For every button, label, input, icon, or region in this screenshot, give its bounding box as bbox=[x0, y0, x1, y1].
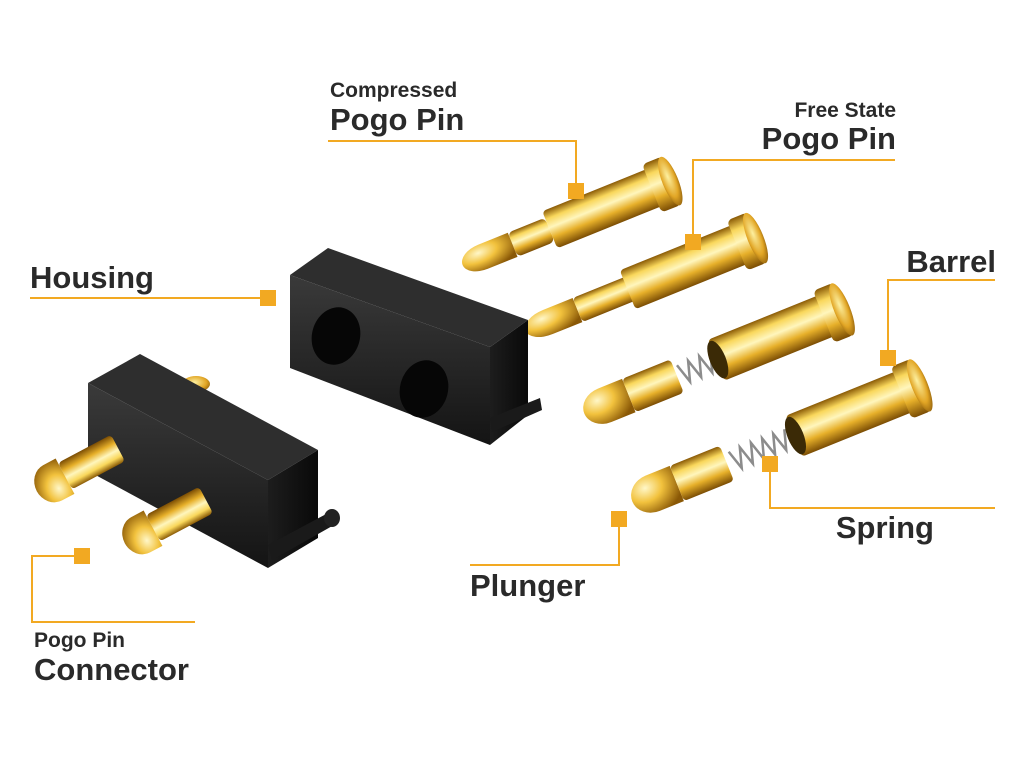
barrel-label: Barrel bbox=[906, 246, 996, 277]
connector-callout-marker bbox=[74, 548, 90, 564]
housing-callout-marker bbox=[260, 290, 276, 306]
connector-label-main: Connector bbox=[34, 654, 189, 685]
plunger-label: Plunger bbox=[470, 570, 585, 601]
free-state-label-main: Pogo Pin bbox=[762, 123, 896, 154]
compressed-label-main: Pogo Pin bbox=[330, 104, 464, 135]
housing-block bbox=[290, 248, 542, 445]
spring-label: Spring bbox=[836, 512, 934, 543]
compressed-callout-marker bbox=[568, 183, 584, 199]
free-state-callout-marker bbox=[685, 234, 701, 250]
connector-label-top: Pogo Pin bbox=[34, 630, 125, 651]
free-state-label-top: Free State bbox=[794, 100, 896, 121]
housing-label: Housing bbox=[30, 262, 154, 293]
plunger-callout-marker bbox=[611, 511, 627, 527]
spring-callout-marker bbox=[762, 456, 778, 472]
compressed-callout-line bbox=[328, 141, 576, 186]
connector-callout-line bbox=[32, 556, 195, 622]
plunger-callout-line bbox=[470, 520, 619, 565]
compressed-label-top: Compressed bbox=[330, 80, 457, 101]
barrel-callout-marker bbox=[880, 350, 896, 366]
spring-callout-line bbox=[770, 463, 995, 508]
free-state-callout-line bbox=[693, 160, 895, 237]
barrel-callout-line bbox=[888, 280, 995, 351]
